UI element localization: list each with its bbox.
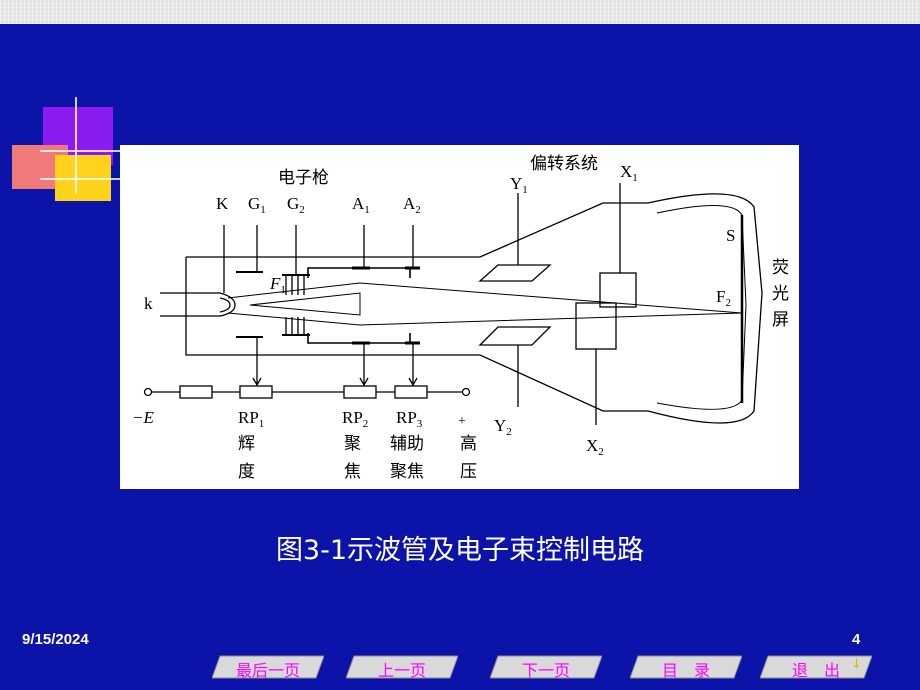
y2-plate [478,326,552,346]
svg-text:X1: X1 [620,162,638,184]
crt-diagram: 电子枪 偏转系统 K G1 G2 A1 A2 Y1 X1 S F1 F2 k −… [120,145,799,489]
screen-inner [656,205,747,410]
svg-text:X2: X2 [586,436,604,458]
svg-text:RP3: RP3 [396,408,423,430]
svg-text:焦: 焦 [344,462,361,481]
svg-text:Y2: Y2 [494,416,512,438]
last-page-button[interactable]: 最后一页 [212,654,324,680]
toc-button[interactable]: 目 录 [630,654,742,680]
svg-text:辅助: 辅助 [390,434,424,453]
svg-text:Y1: Y1 [510,174,528,196]
deco-line [40,178,120,180]
resistor [179,385,213,399]
x1-plate [599,272,637,308]
svg-text:k: k [144,294,153,313]
svg-text:聚: 聚 [344,434,361,453]
svg-text:RP2: RP2 [342,408,368,430]
slide-date: 9/15/2024 [22,631,89,648]
cathode [160,292,236,317]
svg-text:电子枪: 电子枪 [278,168,329,187]
x2-plate [575,302,617,350]
screen-outline [647,193,763,424]
svg-text:聚焦: 聚焦 [390,462,424,481]
svg-text:压: 压 [460,462,477,481]
top-texture-bar [0,0,920,24]
svg-text:S: S [726,226,735,245]
svg-text:辉: 辉 [238,434,255,453]
svg-text:RP1: RP1 [238,408,264,430]
tube-outline [185,202,648,412]
svg-text:荧: 荧 [772,258,789,277]
svg-text:F1: F1 [269,274,286,296]
exit-button[interactable]: 退 出 [760,654,872,680]
svg-text:光: 光 [772,284,789,303]
svg-text:高: 高 [460,434,477,453]
last-page-label: 最后一页 [235,661,300,680]
toc-label: 目 录 [661,661,710,680]
arrow-icon: ↓ [851,657,862,672]
rp1 [239,385,273,399]
rp3 [394,385,428,399]
svg-text:K: K [216,194,229,213]
svg-text:度: 度 [238,462,255,481]
page-number: 4 [852,631,861,648]
deco-line [75,97,77,193]
svg-text:A1: A1 [352,194,370,216]
y1-plate [478,264,552,282]
prev-page-label: 上一页 [377,661,426,680]
prev-page-button[interactable]: 上一页 [346,654,458,680]
svg-text:F2: F2 [716,287,731,309]
electron-beam [227,282,743,326]
figure-caption: 图3-1示波管及电子束控制电路 [275,535,645,566]
next-page-label: 下一页 [521,661,570,680]
svg-text:屏: 屏 [772,310,789,329]
svg-text:G1: G1 [248,194,266,216]
next-page-button[interactable]: 下一页 [490,654,602,680]
deco-line [40,150,120,152]
svg-text:G2: G2 [287,194,305,216]
svg-text:A2: A2 [403,194,421,216]
svg-text:−E: −E [132,408,154,427]
cathode-filament [219,297,231,313]
exit-label: 退 出 [791,661,840,680]
svg-text:偏转系统: 偏转系统 [530,154,598,173]
svg-text:+: + [458,414,466,429]
rp2 [343,385,377,399]
